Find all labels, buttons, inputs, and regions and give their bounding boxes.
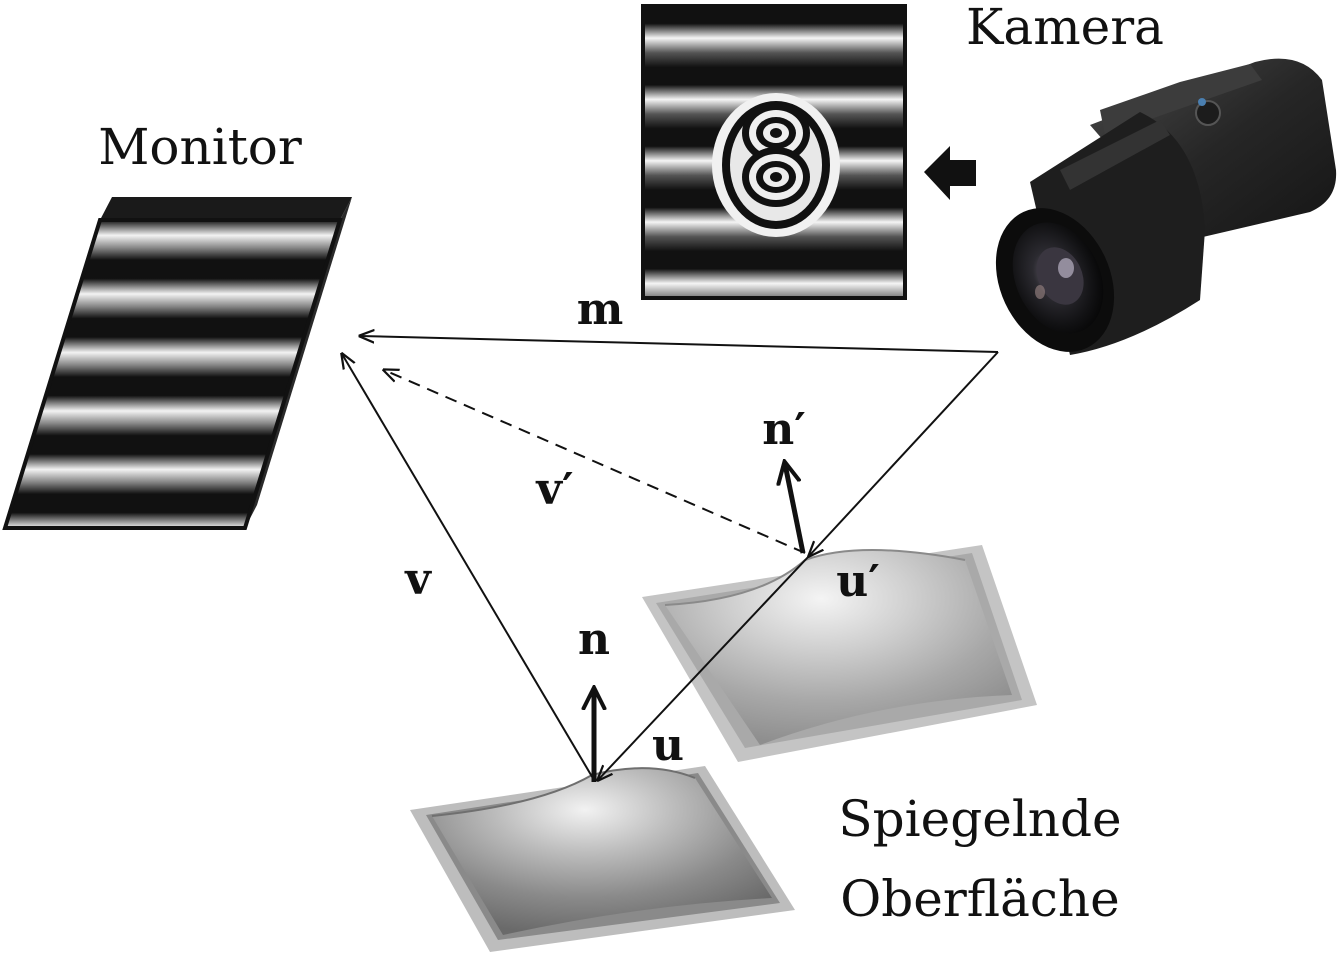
normal-vectors xyxy=(594,464,806,782)
ray-lines xyxy=(342,336,999,781)
monitor-label: Monitor xyxy=(98,118,302,176)
fringe-rings xyxy=(712,93,840,237)
vector-v xyxy=(342,354,595,781)
camera-icon xyxy=(995,58,1337,355)
normal-n-prime xyxy=(785,464,806,554)
label-u: u xyxy=(652,720,684,771)
camera-label: Kamera xyxy=(966,0,1164,56)
label-u-prime: u′ xyxy=(836,556,880,607)
mirror-surface-rear xyxy=(642,545,1037,762)
surface-label-line2: Oberfläche xyxy=(840,870,1119,928)
left-arrow-icon xyxy=(924,146,976,200)
ray-camera-to-u-prime xyxy=(809,351,999,556)
label-v: v xyxy=(404,554,432,605)
label-m: m xyxy=(577,284,624,335)
label-n-prime: n′ xyxy=(762,404,806,455)
label-v-prime: v′ xyxy=(535,464,573,515)
ray-u-prime-to-u xyxy=(598,555,810,780)
camera-image-border xyxy=(641,4,907,300)
monitor-frame xyxy=(100,197,352,220)
surface-label-line1: Spiegelnde xyxy=(838,790,1121,848)
monitor-screen xyxy=(2,218,343,530)
camera-image xyxy=(641,4,907,300)
monitor xyxy=(2,197,352,530)
mirror-surface-front xyxy=(410,766,795,952)
label-n: n xyxy=(578,614,610,665)
vector-v-prime xyxy=(384,370,806,554)
vector-m xyxy=(360,336,999,353)
